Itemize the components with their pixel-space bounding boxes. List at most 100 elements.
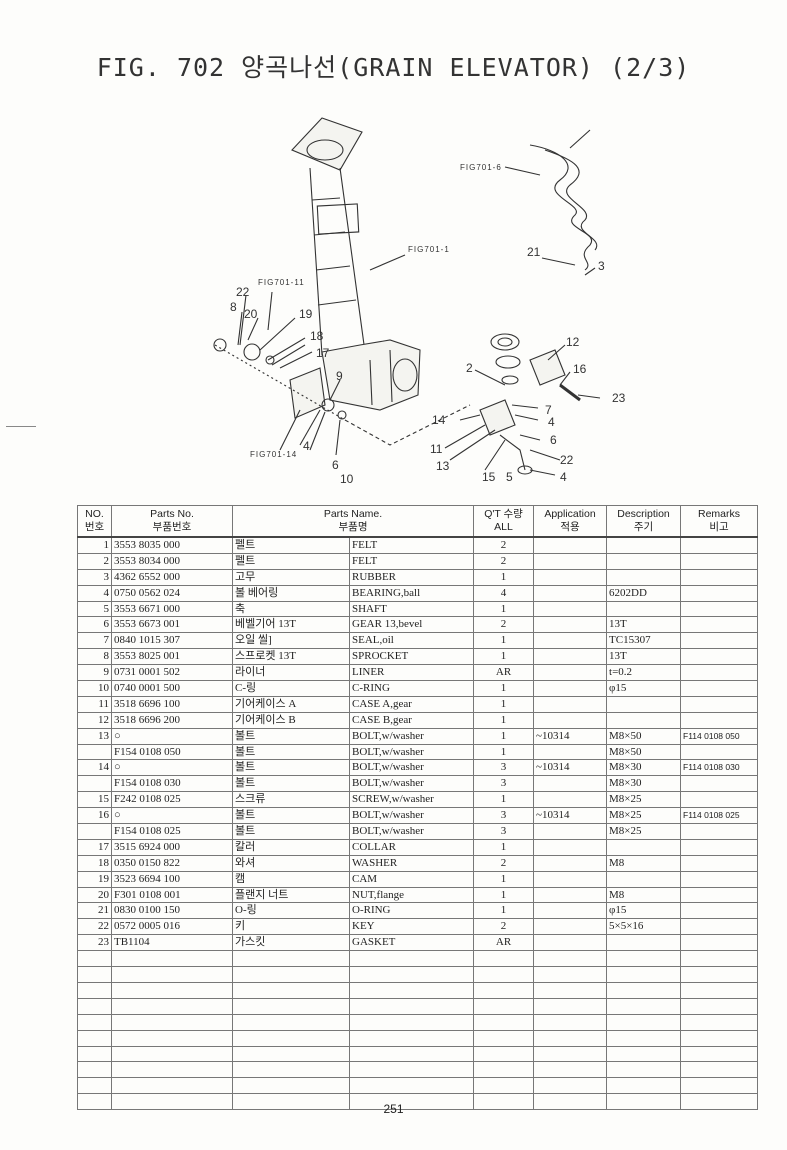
row-name-en: FELT (348, 536, 475, 554)
row-part-no: F154 0108 025 (111, 823, 233, 840)
row-no: 5 (77, 600, 112, 618)
row-name-kr: 펠트 (232, 552, 350, 570)
row-name-kr: 볼트 (232, 743, 350, 761)
row-name-kr: 플랜지 너트 (232, 886, 350, 904)
row-name-kr: 베벨기어 13T (232, 616, 350, 634)
row-no (77, 743, 112, 761)
row-description (606, 568, 682, 586)
row-no: 6 (77, 616, 112, 634)
row-description: t=0.2 (606, 664, 682, 682)
empty-cell (348, 997, 475, 1015)
row-qty: 2 (473, 536, 535, 554)
empty-cell (533, 950, 608, 968)
row-name-en: GEAR 13,bevel (348, 616, 475, 634)
row-name-en: BOLT,w/washer (348, 759, 475, 777)
row-part-no: 0750 0562 024 (111, 584, 233, 602)
row-part-no: F242 0108 025 (111, 791, 233, 809)
row-part-no: 3518 6696 200 (111, 711, 233, 729)
exploded-parts-diagram: FIG701-6 FIG701-1 FIG701-11 FIG701-14 21… (213, 117, 626, 486)
callout-3: 3 (598, 259, 605, 273)
empty-cell (680, 966, 759, 983)
row-name-kr: 오일 씰] (232, 632, 350, 650)
row-application (533, 695, 608, 713)
row-qty: 1 (473, 680, 535, 697)
callout-5: 5 (506, 470, 513, 484)
empty-cell (348, 1013, 475, 1031)
row-no: 20 (77, 886, 112, 904)
row-description (606, 536, 682, 554)
row-application (533, 648, 608, 666)
row-name-kr: C-링 (232, 680, 350, 697)
row-no: 2 (77, 552, 112, 570)
callout-6: 6 (332, 458, 339, 472)
empty-cell (111, 966, 233, 983)
row-name-en: BOLT,w/washer (348, 775, 475, 793)
empty-cell (680, 1029, 759, 1047)
row-part-no: 3515 6924 000 (111, 838, 233, 856)
empty-cell (348, 1077, 475, 1095)
ref-fig701-11: FIG701-11 (258, 278, 305, 287)
row-remarks (680, 711, 759, 729)
row-name-kr: 볼트 (232, 823, 350, 840)
row-qty: 1 (473, 743, 535, 761)
row-part-no: 0572 0005 016 (111, 918, 233, 936)
row-no: 22 (77, 918, 112, 936)
row-part-no: 3553 6673 001 (111, 616, 233, 634)
row-name-en: O-RING (348, 902, 475, 920)
empty-row (77, 1029, 759, 1047)
row-no: 8 (77, 648, 112, 666)
empty-cell (77, 950, 112, 968)
row-description: M8 (606, 886, 682, 904)
empty-cell (232, 950, 350, 968)
row-remarks (680, 743, 759, 761)
row-no: 13 (77, 727, 112, 745)
row-qty: 1 (473, 648, 535, 666)
empty-cell (232, 1061, 350, 1079)
row-application (533, 568, 608, 586)
empty-cell (473, 1013, 535, 1031)
empty-cell (348, 1093, 475, 1111)
row-qty: 1 (473, 568, 535, 586)
row-name-en: CASE B,gear (348, 711, 475, 729)
row-part-no: ○ (111, 727, 233, 745)
empty-cell (533, 966, 608, 983)
row-description: φ15 (606, 902, 682, 920)
row-remarks (680, 775, 759, 793)
empty-cell (232, 1013, 350, 1031)
callout-10: 10 (340, 472, 354, 486)
row-no: 19 (77, 870, 112, 888)
row-remarks: F114 0108 030 (680, 759, 759, 777)
row-name-kr: 스크류 (232, 791, 350, 809)
row-name-kr: 볼트 (232, 807, 350, 825)
row-remarks (680, 568, 759, 586)
row-name-kr: 볼트 (232, 759, 350, 777)
callout-7: 7 (545, 403, 552, 417)
row-description: M8×50 (606, 743, 682, 761)
row-name-en: CASE A,gear (348, 695, 475, 713)
row-name-kr: O-링 (232, 902, 350, 920)
callout-4c: 4 (560, 470, 567, 484)
row-qty: 4 (473, 584, 535, 602)
empty-cell (680, 950, 759, 968)
row-description: 6202DD (606, 584, 682, 602)
header-parts-no: Parts No.부품번호 (111, 505, 233, 538)
callout-9: 9 (336, 369, 343, 383)
row-no: 12 (77, 711, 112, 729)
row-name-en: SHAFT (348, 600, 475, 618)
row-qty: 1 (473, 902, 535, 920)
row-part-no: ○ (111, 807, 233, 825)
row-part-no: F154 0108 050 (111, 743, 233, 761)
row-qty: 2 (473, 918, 535, 936)
